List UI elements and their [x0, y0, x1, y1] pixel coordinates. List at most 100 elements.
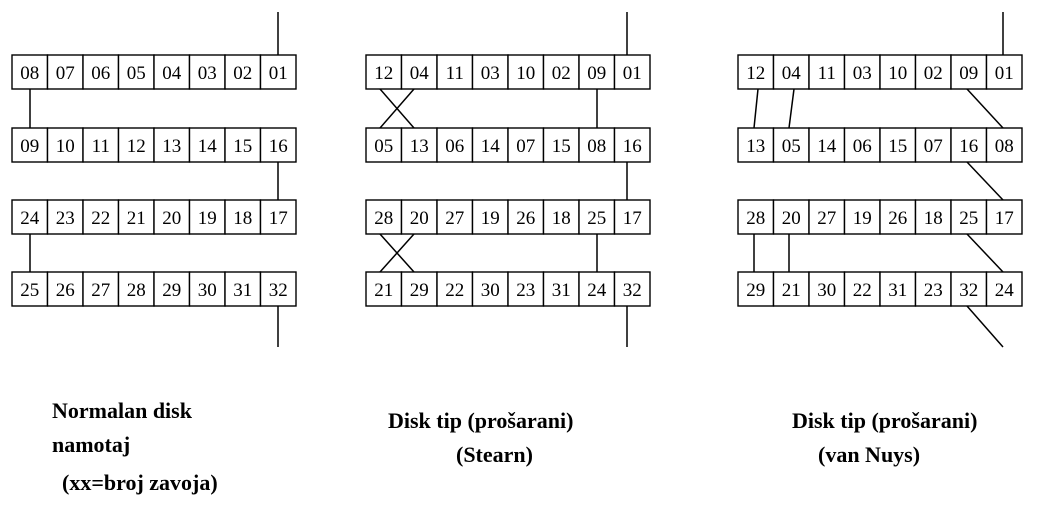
- turn-number: 28: [127, 280, 146, 301]
- turn-number: 26: [888, 208, 907, 229]
- turn-number: 23: [516, 280, 535, 301]
- diagonal-wire: [966, 233, 1004, 273]
- turn-number: 02: [552, 63, 571, 84]
- turn-number: 27: [445, 208, 464, 229]
- turn-cell: 20: [153, 199, 191, 235]
- turn-cell: 13: [153, 127, 191, 163]
- turn-number: 24: [587, 280, 607, 301]
- turn-number: 22: [445, 280, 464, 301]
- caption-normal-disk: Normalan disk namotaj (xx=broj zavoja): [52, 394, 218, 500]
- turn-cell: 16: [259, 127, 297, 163]
- turn-cell: 12: [737, 54, 775, 90]
- turn-number: 06: [445, 136, 464, 157]
- turn-number: 25: [587, 208, 606, 229]
- turn-number: 13: [162, 136, 181, 157]
- turn-number: 01: [623, 63, 642, 84]
- turn-cell: 27: [82, 271, 120, 307]
- turn-number: 24: [20, 208, 40, 229]
- turn-cell: 26: [46, 271, 84, 307]
- turn-number: 32: [959, 280, 978, 301]
- turn-cell: 04: [772, 54, 810, 90]
- caption-van-nuys: Disk tip (prošarani) (van Nuys): [792, 404, 977, 472]
- turn-number: 23: [924, 280, 943, 301]
- turn-number: 28: [746, 208, 765, 229]
- turn-number: 01: [269, 63, 288, 84]
- turn-number: 31: [888, 280, 907, 301]
- turn-cell: 11: [808, 54, 846, 90]
- caption-normal-line-2: namotaj: [52, 432, 131, 457]
- turn-cell: 14: [808, 127, 846, 163]
- turn-cell: 17: [985, 199, 1023, 235]
- turn-cell: 19: [843, 199, 881, 235]
- turn-cell: 29: [400, 271, 438, 307]
- turn-cell: 21: [117, 199, 155, 235]
- turn-cell: 24: [578, 271, 616, 307]
- turn-number: 10: [56, 136, 75, 157]
- turn-cell: 19: [471, 199, 509, 235]
- turn-number: 09: [959, 63, 978, 84]
- turn-cell: 10: [507, 54, 545, 90]
- turn-number: 32: [623, 280, 642, 301]
- turn-cell: 28: [117, 271, 155, 307]
- turn-number: 13: [746, 136, 765, 157]
- turn-number: 17: [995, 208, 1014, 229]
- turn-number: 17: [269, 208, 288, 229]
- turn-cell: 04: [153, 54, 191, 90]
- caption-stearn-line-1: Disk tip (prošarani): [388, 408, 574, 433]
- turn-cell: 27: [436, 199, 474, 235]
- turn-cell: 25: [11, 271, 49, 307]
- turn-number: 11: [92, 136, 110, 157]
- turn-cell: 31: [879, 271, 917, 307]
- turn-cell: 20: [400, 199, 438, 235]
- turn-cell: 30: [471, 271, 509, 307]
- turn-cell: 31: [224, 271, 262, 307]
- turn-cell: 03: [471, 54, 509, 90]
- turn-cell: 01: [259, 54, 297, 90]
- turn-cell: 28: [737, 199, 775, 235]
- turn-number: 26: [56, 280, 75, 301]
- turn-cell: 32: [613, 271, 651, 307]
- turn-cell: 24: [985, 271, 1023, 307]
- turn-number: 06: [853, 136, 872, 157]
- turn-cell: 19: [188, 199, 226, 235]
- turn-cell: 32: [950, 271, 988, 307]
- turn-cell: 22: [843, 271, 881, 307]
- turn-number: 18: [233, 208, 252, 229]
- turn-cell: 07: [914, 127, 952, 163]
- turn-number: 14: [481, 136, 501, 157]
- turn-cell: 23: [507, 271, 545, 307]
- turn-number: 14: [817, 136, 837, 157]
- turn-cell: 12: [365, 54, 403, 90]
- turn-cell: 30: [188, 271, 226, 307]
- turn-number: 30: [198, 280, 217, 301]
- turn-number: 17: [623, 208, 642, 229]
- turn-cell: 26: [507, 199, 545, 235]
- turn-cell: 15: [224, 127, 262, 163]
- turn-cell: 24: [11, 199, 49, 235]
- turn-number: 25: [20, 280, 39, 301]
- turn-cell: 17: [613, 199, 651, 235]
- turn-number: 12: [374, 63, 393, 84]
- turn-cell: 21: [772, 271, 810, 307]
- turn-cell: 18: [224, 199, 262, 235]
- turn-cell: 29: [153, 271, 191, 307]
- turn-number: 08: [20, 63, 39, 84]
- turn-cell: 23: [914, 271, 952, 307]
- turn-cell: 10: [46, 127, 84, 163]
- caption-normal-line-1: Normalan disk: [52, 398, 192, 423]
- turn-number: 22: [91, 208, 110, 229]
- lead-out-wire: [966, 305, 1004, 348]
- turn-number: 12: [746, 63, 765, 84]
- turn-number: 05: [374, 136, 393, 157]
- turn-cell: 09: [578, 54, 616, 90]
